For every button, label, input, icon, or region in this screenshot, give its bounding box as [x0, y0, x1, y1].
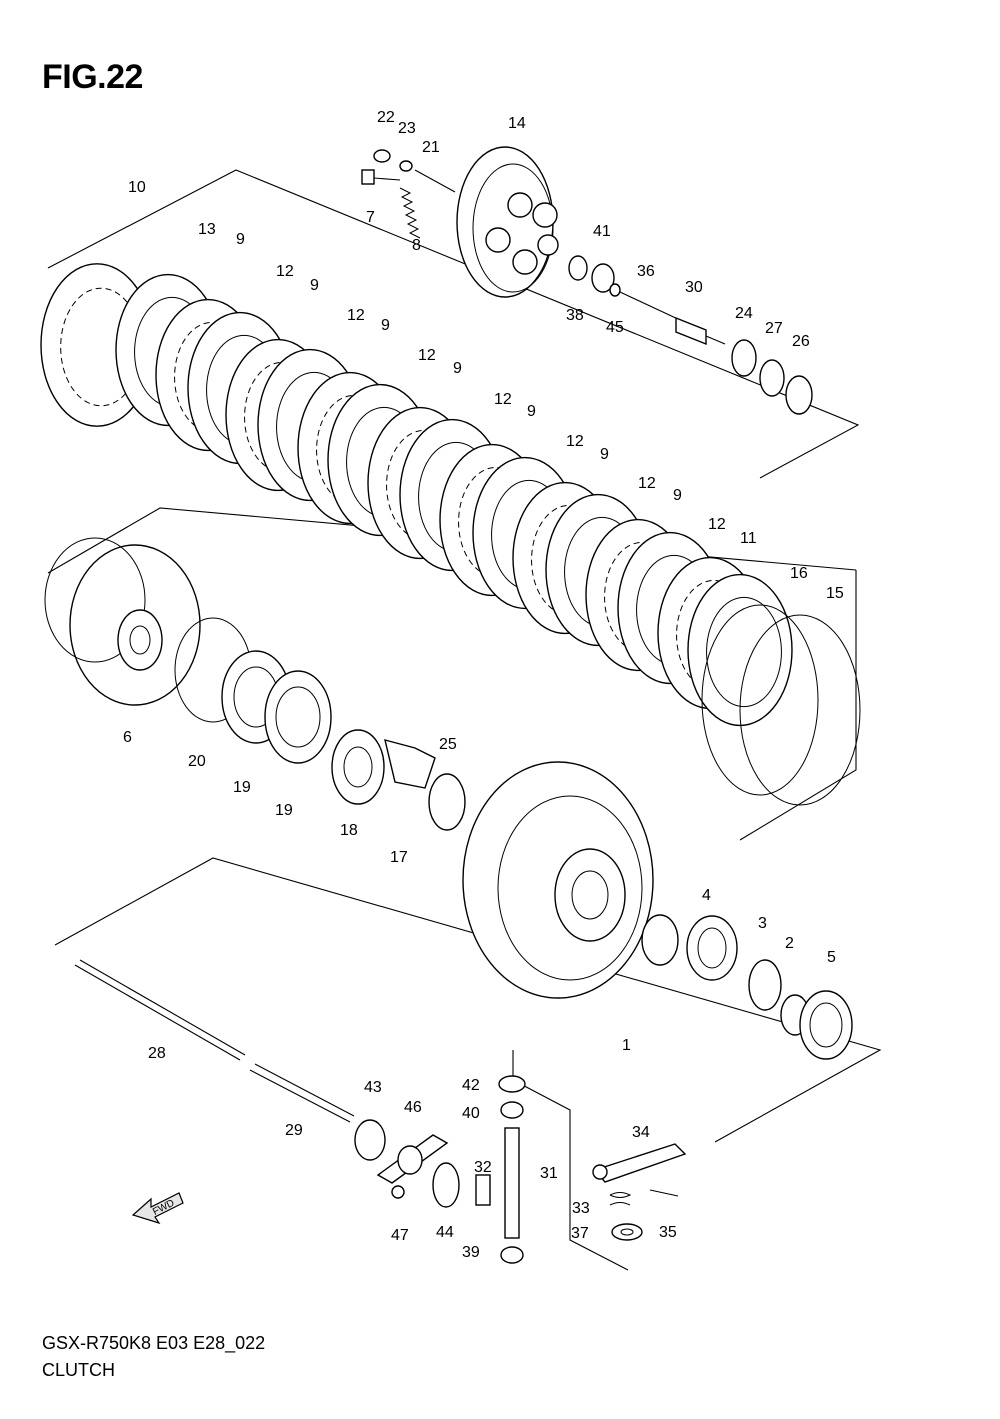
diaphragm-rings: [701, 604, 861, 806]
callout-number: 12: [566, 433, 584, 450]
callout-number: 36: [637, 263, 655, 280]
callout-number: 45: [606, 319, 624, 336]
section-name: CLUTCH: [42, 1360, 116, 1380]
callout-number: 13: [198, 221, 216, 238]
model-code: GSX-R750K8 E03 E28_022: [42, 1333, 266, 1353]
callout-number: 37: [571, 1225, 589, 1242]
callout-number: 8: [412, 237, 421, 254]
callout-number: 46: [404, 1099, 422, 1116]
callout-number: 4: [702, 887, 711, 904]
callout-number: 31: [540, 1165, 558, 1182]
callout-number: 9: [310, 277, 319, 294]
callout-number: 11: [740, 530, 757, 547]
fwd-label: FWD: [151, 1198, 176, 1218]
spring-washer-seats: [221, 650, 332, 764]
cam-and-lifter: [331, 729, 466, 831]
callout-number: 19: [233, 779, 251, 796]
callout-number: 26: [792, 333, 810, 350]
fwd-arrow-icon: FWD: [131, 1192, 184, 1225]
callout-number: 23: [398, 120, 416, 137]
pressure-plate: [456, 146, 559, 298]
callout-number: 38: [566, 307, 584, 324]
callout-number: 12: [276, 263, 294, 280]
callout-number: 12: [708, 516, 726, 533]
callout-number: 27: [765, 320, 783, 337]
figure-title: FIG.22: [42, 58, 143, 96]
callout-number: 15: [826, 585, 844, 602]
callout-number: 18: [340, 822, 358, 839]
callout-number: 14: [508, 115, 526, 132]
callout-labels: 2223211478101391291291291291291291211161…: [123, 109, 844, 1261]
bearing-set: [641, 914, 853, 1060]
group-outline-lower: [54, 857, 882, 1271]
callout-number: 9: [673, 487, 682, 504]
primary-driven-gear: [462, 761, 654, 999]
callout-number: 16: [790, 565, 808, 582]
callout-number: 30: [685, 279, 703, 296]
callout-number: 2: [785, 935, 794, 952]
callout-number: 12: [418, 347, 436, 364]
callout-number: 9: [527, 403, 536, 420]
clutch-plate: [687, 573, 793, 727]
callout-number: 9: [381, 317, 390, 334]
group-outline-upper: [47, 169, 860, 479]
callout-number: 24: [735, 305, 753, 322]
callout-number: 44: [436, 1224, 454, 1241]
callout-number: 47: [391, 1227, 409, 1244]
callout-number: 43: [364, 1079, 382, 1096]
callout-number: 33: [572, 1200, 590, 1217]
release-arm: [592, 1143, 687, 1241]
push-rods: [74, 959, 355, 1123]
clutch-sleeve-hub: [44, 537, 201, 706]
callout-number: 32: [474, 1159, 492, 1176]
release-mechanism: [354, 1075, 526, 1264]
callout-number: 1: [622, 1037, 631, 1054]
clutch-plate-inner: [706, 596, 782, 708]
spring-and-bolts: [361, 149, 456, 239]
callout-number: 12: [638, 475, 656, 492]
callout-number: 9: [453, 360, 462, 377]
callout-number: 34: [632, 1124, 650, 1141]
callout-number: 6: [123, 729, 132, 746]
callout-number: 22: [377, 109, 395, 126]
callout-number: 3: [758, 915, 767, 932]
callout-number: 21: [422, 139, 440, 156]
callout-number: 12: [494, 391, 512, 408]
callout-number: 41: [593, 223, 611, 240]
pushrod-assembly: [568, 255, 813, 415]
callout-number: 25: [439, 736, 457, 753]
callout-number: 7: [366, 209, 375, 226]
callout-number: 19: [275, 802, 293, 819]
callout-number: 10: [128, 179, 146, 196]
callout-number: 39: [462, 1244, 480, 1261]
callout-number: 5: [827, 949, 836, 966]
callout-number: 20: [188, 753, 206, 770]
callout-number: 29: [285, 1122, 303, 1139]
callout-number: 9: [236, 231, 245, 248]
callout-number: 9: [600, 446, 609, 463]
callout-number: 28: [148, 1045, 166, 1062]
callout-number: 42: [462, 1077, 480, 1094]
clutch-plate-stack: [40, 263, 793, 727]
callout-number: 35: [659, 1224, 677, 1241]
callout-number: 40: [462, 1105, 480, 1122]
callout-number: 17: [390, 849, 408, 866]
callout-number: 12: [347, 307, 365, 324]
